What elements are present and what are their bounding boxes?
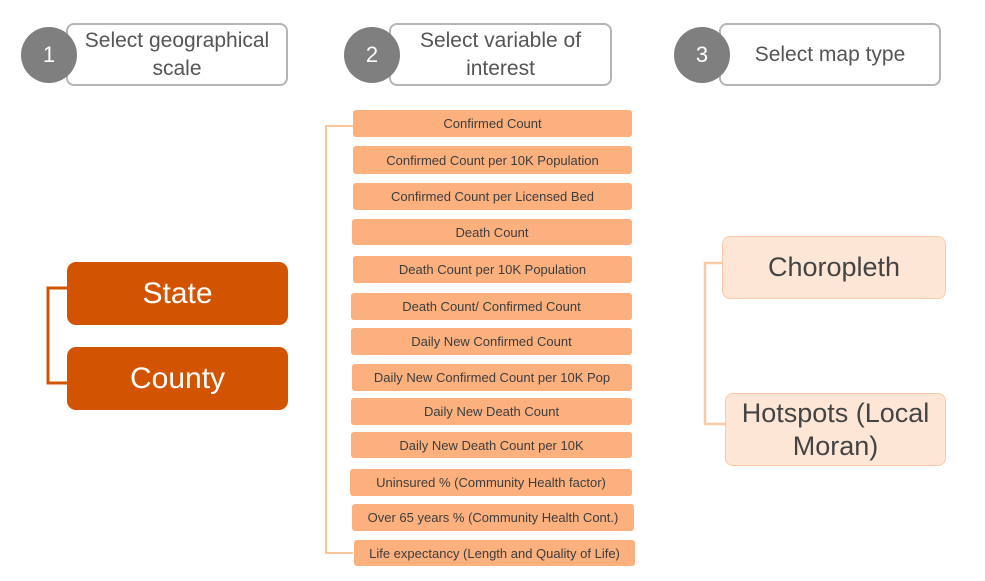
variable-label: Death Count [455, 224, 529, 240]
step-3-label: Select map type [754, 42, 906, 66]
variable-option[interactable]: Death Count [352, 219, 632, 245]
step-3-badge: 3 [674, 27, 730, 83]
variable-label: Confirmed Count per 10K Population [386, 152, 599, 168]
variable-option[interactable]: Over 65 years % (Community Health Cont.) [352, 504, 634, 531]
variable-label: Life expectancy (Length and Quality of L… [369, 545, 620, 561]
variable-option[interactable]: Uninsured % (Community Health factor) [350, 469, 632, 496]
map-type-label: Choropleth [767, 252, 901, 282]
variable-label: Over 65 years % (Community Health Cont.) [367, 510, 619, 525]
step-3-number: 3 [695, 42, 709, 67]
variable-option[interactable]: Confirmed Count per 10K Population [353, 146, 632, 174]
variable-option[interactable]: Daily New Death Count per 10K [351, 432, 632, 458]
scale-option-label: County [129, 361, 226, 395]
step-2-label: Select variable of interest [419, 28, 582, 80]
variable-option[interactable]: Confirmed Count [353, 110, 632, 137]
map-type-connector [703, 261, 725, 426]
scale-option-county[interactable]: County [67, 347, 288, 410]
map-type-label: Hotspots (Local Moran) [741, 397, 930, 461]
variable-label: Confirmed Count per Licensed Bed [390, 189, 595, 204]
variable-option[interactable]: Daily New Death Count [351, 398, 632, 425]
map-type-option-hotspots[interactable]: Hotspots (Local Moran) [725, 393, 946, 466]
step-2-number: 2 [365, 42, 379, 67]
variable-label: Daily New Death Count per 10K [399, 437, 584, 453]
step-1-label: Select geographical scale [84, 28, 270, 80]
variable-label: Confirmed Count [443, 116, 542, 131]
variable-option[interactable]: Death Count/ Confirmed Count [351, 293, 632, 320]
variable-option[interactable]: Daily New Confirmed Count per 10K Pop [352, 364, 632, 391]
variable-option[interactable]: Daily New Confirmed Count [351, 328, 632, 355]
step-2-badge: 2 [344, 27, 400, 83]
scale-connector [46, 286, 67, 385]
variable-label: Daily New Death Count [423, 404, 560, 419]
step-1-box: Select geographical scale [66, 23, 288, 86]
variable-connector [325, 125, 353, 554]
variable-label: Death Count per 10K Population [398, 262, 587, 277]
variable-option[interactable]: Confirmed Count per Licensed Bed [353, 183, 632, 210]
variable-option[interactable]: Death Count per 10K Population [353, 256, 632, 283]
map-type-option-choropleth[interactable]: Choropleth [722, 236, 946, 299]
scale-option-label: State [142, 276, 213, 310]
scale-option-state[interactable]: State [67, 262, 288, 325]
step-1-number: 1 [42, 42, 56, 67]
step-1-badge: 1 [21, 27, 77, 83]
step-2-box: Select variable of interest [389, 23, 612, 86]
variable-label: Daily New Confirmed Count [411, 334, 572, 349]
variable-label: Death Count/ Confirmed Count [402, 299, 581, 314]
variable-label: Daily New Confirmed Count per 10K Pop [373, 370, 611, 385]
variable-option[interactable]: Life expectancy (Length and Quality of L… [354, 540, 635, 566]
step-3-box: Select map type [719, 23, 941, 86]
variable-label: Uninsured % (Community Health factor) [376, 475, 606, 490]
